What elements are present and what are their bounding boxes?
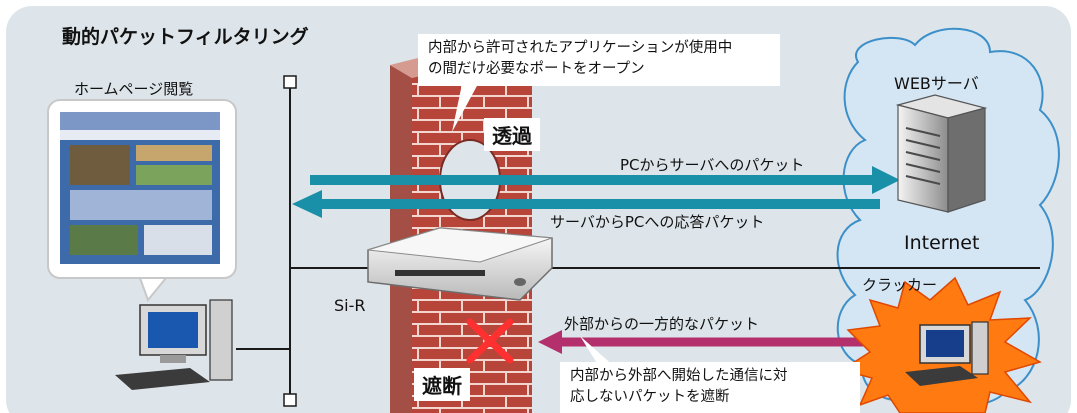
internet-label: Internet xyxy=(904,232,980,254)
arrow-label-pc-to-server: PCからサーバへのパケット xyxy=(620,156,805,174)
block-x-icon xyxy=(466,318,514,364)
callout-open-port-line1: 内部から許可されたアプリケーションが使用中 xyxy=(428,40,733,56)
callout-block-packet-line2: 応しないパケットを遮断 xyxy=(570,389,730,405)
web-server-icon xyxy=(895,94,988,213)
router-label: Si-R xyxy=(334,296,366,315)
web-server-label: WEBサーバ xyxy=(894,74,979,93)
callout-block-packet-line1: 内部から外部へ開始した通信に対 xyxy=(570,368,788,384)
router-icon xyxy=(367,227,553,301)
callout-open-port-line2: の間だけ必要なポートをオープン xyxy=(428,61,645,77)
user-pc-icon xyxy=(115,299,233,390)
callout-block-packet: 内部から外部へ開始した通信に対 応しないパケットを遮断 xyxy=(560,362,860,413)
arrow-label-external: 外部からの一方的なパケット xyxy=(564,315,760,333)
block-label: 遮断 xyxy=(414,368,470,401)
homepage-label: ホームページ閲覧 xyxy=(74,80,194,98)
arrow-external-packet xyxy=(538,330,905,354)
arrow-pc-to-server xyxy=(310,166,900,194)
pass-label: 透過 xyxy=(484,118,540,151)
diagram-title: 動的パケットフィルタリング xyxy=(62,26,309,48)
cracker-pc-icon xyxy=(905,321,989,386)
arrow-label-server-to-pc: サーバからPCへの応答パケット xyxy=(550,213,765,231)
cracker-label: クラッカー xyxy=(862,276,938,294)
arrow-server-to-pc xyxy=(292,190,880,218)
callout-open-port: 内部から許可されたアプリケーションが使用中 の間だけ必要なポートをオープン xyxy=(418,34,780,86)
homepage-screen xyxy=(47,99,237,302)
